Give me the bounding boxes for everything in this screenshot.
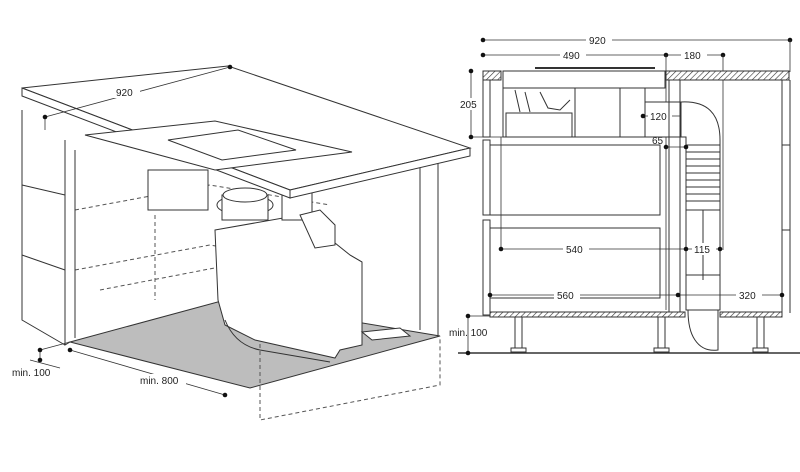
rear-space-label: 320 xyxy=(739,291,756,302)
extractor-unit xyxy=(147,169,412,363)
rear-gap-label: 180 xyxy=(684,51,701,62)
duct-width-label: 120 xyxy=(650,112,667,123)
cabinet-depth-label: 560 xyxy=(557,291,574,302)
isometric-view: 920 min. 100 min. 800 xyxy=(12,64,472,421)
cabinet-legs xyxy=(510,316,769,353)
duct-depth-label: 115 xyxy=(694,245,710,256)
min-plinth-label: min. 100 xyxy=(449,328,488,339)
min-height-label: min. 100 xyxy=(12,368,51,379)
cooktop-zone xyxy=(167,129,297,161)
worktop xyxy=(21,65,472,199)
duct-offset-label: 65 xyxy=(652,136,664,147)
min-depth-label: min. 800 xyxy=(140,376,179,387)
hob-depth-label: 490 xyxy=(563,51,580,62)
total-width-label: 920 xyxy=(589,36,606,47)
hob-height-label: 205 xyxy=(460,100,477,111)
flexible-duct-ribs xyxy=(686,144,720,202)
section-view: 920 490 180 205 120 xyxy=(449,34,800,356)
worktop-width-label: 920 xyxy=(116,88,133,99)
inner-depth-label: 540 xyxy=(566,245,583,256)
